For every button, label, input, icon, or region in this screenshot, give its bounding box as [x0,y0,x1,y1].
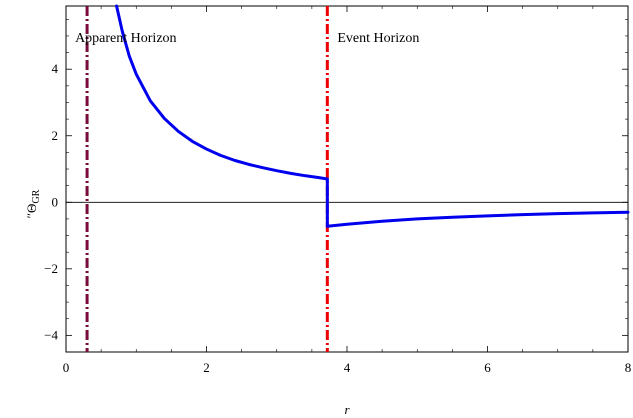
y-axis-label-main: ″Θ [24,204,39,219]
apparent-horizon-label: Apparent Horizon [75,31,176,46]
x-tick-label: 4 [344,360,351,375]
tick-labels: 0 2 4 6 8 −4 −2 0 2 4 [44,61,631,375]
plot-frame [65,5,629,353]
y-tick-label: 2 [52,128,59,143]
y-axis-label-sub: GR [31,189,42,203]
axis-ticks [65,6,629,353]
y-tick-label: −2 [44,261,58,276]
y-tick-label: 0 [52,194,59,209]
y-axis-label: ″ΘGR [24,189,42,218]
annotations: Apparent Horizon Event Horizon [75,31,419,46]
x-axis-label: r [344,402,350,417]
curve-segment-0 [115,4,329,181]
x-tick-label: 0 [63,360,70,375]
event-horizon-label: Event Horizon [337,31,419,46]
y-tick-label: 4 [52,61,59,76]
x-tick-label: 2 [203,360,210,375]
curve-segment-2 [325,210,630,228]
series-layer [115,4,630,228]
x-tick-label: 6 [484,360,491,375]
horizon-lines [85,6,329,352]
x-tick-label: 8 [625,360,632,375]
plot-border [65,5,629,353]
y-tick-label: −4 [44,327,58,342]
